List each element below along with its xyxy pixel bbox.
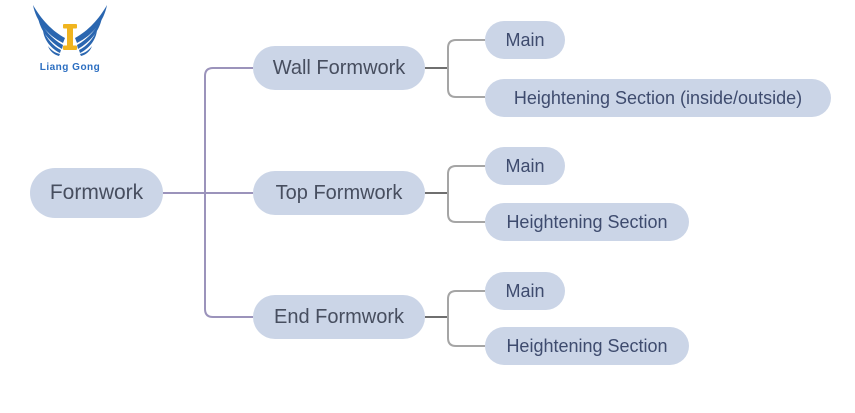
node-end-heightening-section: Heightening Section bbox=[485, 327, 689, 365]
node-top-heightening-section: Heightening Section bbox=[485, 203, 689, 241]
logo-text: Liang Gong bbox=[39, 62, 101, 73]
connector-top-bracket bbox=[447, 165, 485, 223]
connector-wall-bracket bbox=[447, 39, 485, 98]
node-wall-formwork: Wall Formwork bbox=[253, 46, 425, 90]
node-formwork-root: Formwork bbox=[30, 168, 163, 218]
ibeam-icon bbox=[63, 24, 77, 50]
node-wall-heightening-section: Heightening Section (inside/outside) bbox=[485, 79, 831, 117]
node-end-formwork: End Formwork bbox=[253, 295, 425, 339]
node-top-main: Main bbox=[485, 147, 565, 185]
connector-end-bracket bbox=[447, 290, 485, 347]
node-end-main: Main bbox=[485, 272, 565, 310]
node-top-formwork: Top Formwork bbox=[253, 171, 425, 215]
node-wall-main: Main bbox=[485, 21, 565, 59]
connector-root-trunk bbox=[204, 67, 253, 318]
winged-ibeam-logo-icon bbox=[33, 5, 107, 56]
liang-gong-logo: Liang Gong bbox=[22, 4, 118, 73]
